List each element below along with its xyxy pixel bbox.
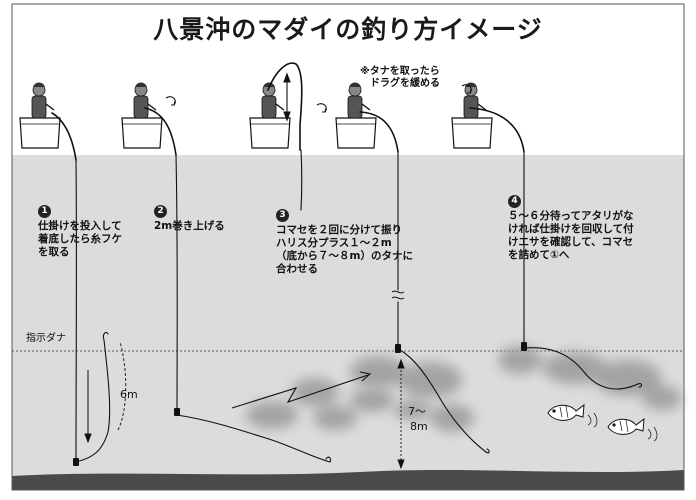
rod-step1 (51, 112, 77, 161)
boat-with-angler (451, 82, 493, 149)
step-1-line: を取る (38, 246, 70, 258)
depth-label-bottom: 8m (410, 420, 428, 433)
chum-cloud-step3-left (246, 378, 394, 430)
line-step2 (175, 154, 178, 413)
rod-step3 (359, 111, 399, 153)
step-number-badge: 4 (508, 195, 521, 208)
leader-end-step2 (325, 456, 332, 463)
step-3-line: 合わせる (276, 263, 318, 275)
step-number-badge: 2 (154, 205, 167, 218)
seabed (12, 470, 684, 490)
drag-note-line: ※タナを取ったら (360, 66, 440, 77)
leader-step4 (523, 347, 639, 390)
reel-rotation-arrows (165, 84, 472, 113)
leader-end-step3 (485, 448, 490, 454)
leader-step3 (399, 349, 487, 453)
rod-step3-raised (267, 62, 303, 151)
step-3-line: コマセを２回に分けて振り (276, 224, 402, 236)
indicated-depth-label: 指示ダナ (26, 333, 66, 344)
step-1-line: 着底したら糸フケ (38, 233, 122, 245)
fish (547, 403, 658, 442)
rise-arc-step1 (117, 341, 127, 431)
chum-zigzag-arrow (231, 371, 372, 409)
frame (11, 3, 685, 491)
boat-with-angler (19, 82, 61, 149)
boat-with-angler (121, 82, 163, 149)
chum-cloud-step3-right (350, 356, 474, 432)
sinkers (73, 342, 527, 466)
step-2-caption: 2 2m巻き上げる (154, 204, 225, 233)
step-2-line: 2m巻き上げる (154, 220, 225, 232)
drag-note: ※タナを取ったら ドラグを緩める (360, 66, 440, 90)
raise-arrow (283, 72, 291, 122)
step-number-badge: 1 (38, 205, 51, 218)
step-1-caption: 1 仕掛けを投入して 着底したら糸フケ を取る (38, 204, 122, 259)
leader-step1 (75, 339, 111, 463)
sink-arrow-step1 (84, 370, 92, 444)
boats (19, 82, 493, 149)
leader-end-step4 (637, 383, 643, 388)
leader-end-step1 (102, 331, 109, 341)
step-4-line: ５～６分待ってアタリがな (508, 210, 634, 222)
sea-bream-fish (547, 403, 598, 428)
step-4-line: ければ仕掛けを回収して付 (508, 223, 634, 235)
line-step3-up (300, 149, 303, 211)
depth-label-top: 7～ (408, 405, 426, 418)
step-4-caption: 4 ５～６分待ってアタリがな ければ仕掛けを回収して付 けエサを確認して、コマセ… (508, 194, 634, 262)
rod-step2 (144, 107, 177, 156)
rise-distance-label: 6m (120, 388, 138, 401)
page-title: 八景沖のマダイの釣り方イメージ (153, 15, 543, 44)
line-break-mark (391, 290, 405, 300)
step-4-line: けエサを確認して、コマセ (508, 236, 634, 248)
step-3-caption: 3 コマセを２回に分けて振り ハリス分プラス１～２m （底から７～８m）のタナに… (276, 208, 413, 276)
step-3-line: （底から７～８m）のタナに (276, 250, 413, 262)
leader-step2 (176, 414, 331, 463)
step-4-line: を詰めて①へ (508, 249, 570, 261)
chum-cloud-step4 (498, 346, 682, 410)
water-area (12, 155, 684, 490)
rod-step4 (469, 107, 525, 153)
boat-with-angler (249, 82, 291, 149)
step-3-line: ハリス分プラス１～２m (276, 237, 392, 249)
depth-arrow (397, 358, 405, 470)
step-1-line: 仕掛けを投入して (38, 220, 122, 232)
step-number-badge: 3 (276, 209, 289, 222)
drag-note-line: ドラグを緩める (370, 78, 440, 89)
sea-bream-fish (607, 417, 658, 442)
boat-with-angler (335, 82, 377, 149)
